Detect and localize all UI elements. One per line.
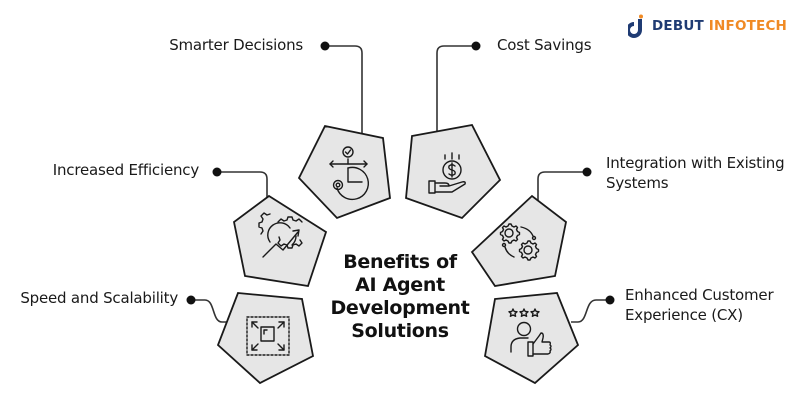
label-increased-efficiency: Increased Efficiency [52, 161, 199, 179]
pentagon-smarter-decisions [297, 124, 391, 220]
label-enhanced-cx-line2: Experience (CX) [625, 306, 743, 324]
brand-name: DEBUT INFOTECH [652, 18, 787, 34]
connector-integration [537, 171, 587, 205]
pentagon-cost-savings [405, 123, 502, 220]
gear-growth-icon [258, 212, 303, 258]
gears-integration-icon [499, 223, 540, 261]
label-smarter-decisions: Smarter Decisions [169, 36, 303, 54]
pentagon-speed [216, 292, 315, 385]
pentagon-cx [484, 292, 580, 385]
decision-chart-icon [329, 146, 370, 201]
label-speed-scalability: Speed and Scalability [20, 289, 178, 307]
dollar-hand-icon [428, 152, 466, 194]
center-title-line2: AI Agent [355, 274, 445, 296]
label-enhanced-cx: Enhanced Customer Experience (CX) [625, 285, 794, 325]
connector-cost-savings [436, 45, 476, 131]
connector-smarter-decisions [325, 45, 363, 133]
center-title-line3: Development [330, 297, 470, 319]
brand-name-part2: INFOTECH [708, 18, 788, 34]
pentagon-integration [470, 194, 567, 287]
brand-logo: DEBUT INFOTECH [626, 14, 787, 38]
customer-thumbs-up-icon [508, 308, 552, 357]
center-title-line1: Benefits of [343, 251, 457, 273]
debut-logo-icon [626, 14, 648, 38]
center-title-line4: Solutions [351, 320, 449, 342]
connector-cx [571, 299, 610, 323]
expand-scale-icon [246, 316, 290, 356]
connector-increased-efficiency [217, 171, 268, 203]
brand-name-part1: DEBUT [652, 18, 704, 34]
center-title: Benefits of AI Agent Development Solutio… [330, 251, 470, 343]
label-integration-line2: Systems [606, 174, 669, 192]
label-integration: Integration with Existing Systems [606, 153, 794, 193]
connector-speed [191, 299, 228, 323]
label-cost-savings: Cost Savings [497, 36, 592, 54]
label-integration-line1: Integration with Existing [606, 154, 785, 172]
label-enhanced-cx-line1: Enhanced Customer [625, 286, 774, 304]
